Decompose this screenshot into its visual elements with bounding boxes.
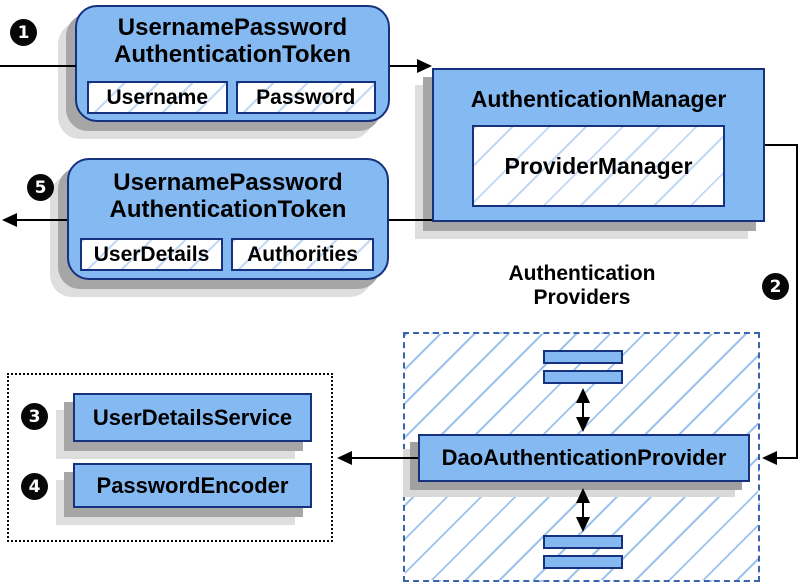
request-token-title-line2: AuthenticationToken xyxy=(114,41,351,68)
request-token-node: UsernamePassword AuthenticationToken Use… xyxy=(75,5,390,122)
user-details-service-node: UserDetailsService xyxy=(73,393,312,442)
request-token-title-line1: UsernamePassword xyxy=(117,14,348,41)
provider-stack-bar-bottom-2 xyxy=(543,555,623,569)
step-5-badge: 5 xyxy=(27,174,54,201)
password-field: Password xyxy=(235,81,376,114)
authentication-providers-label: Authentication Providers xyxy=(432,262,732,310)
authentication-providers-label-line1: Authentication xyxy=(508,262,656,285)
arrow-dao-to-services-head xyxy=(337,451,352,465)
step-4-badge: 4 xyxy=(21,473,48,500)
provider-manager-node: ProviderManager xyxy=(472,125,725,207)
response-token-fields: UserDetails Authorities xyxy=(80,238,374,271)
dao-authentication-provider-node: DaoAuthenticationProvider xyxy=(418,434,750,482)
password-encoder-node: PasswordEncoder xyxy=(73,463,312,508)
response-token-node: UsernamePassword AuthenticationToken Use… xyxy=(67,158,389,280)
services-group-box xyxy=(7,373,333,542)
authentication-manager-node: AuthenticationManager ProviderManager xyxy=(432,68,765,222)
arrow-step2-path xyxy=(765,144,798,459)
authorities-field: Authorities xyxy=(231,238,374,271)
step-3-badge: 3 xyxy=(21,403,48,430)
authentication-providers-label-line2: Providers xyxy=(533,286,631,309)
arrow-request-to-manager-head xyxy=(417,59,432,73)
response-token-title-line1: UsernamePassword xyxy=(113,169,343,196)
response-token-title-line2: AuthenticationToken xyxy=(109,196,347,223)
arrow-response-out-head xyxy=(2,213,17,227)
provider-stack-bar-bottom-1 xyxy=(543,535,623,549)
step-2-badge: 2 xyxy=(762,273,789,300)
authentication-manager-title: AuthenticationManager xyxy=(470,86,727,112)
request-token-title: UsernamePassword AuthenticationToken xyxy=(77,14,388,68)
arrow-step2-head xyxy=(762,451,777,465)
provider-stack-bar-top-2 xyxy=(543,370,623,384)
step-1-badge: 1 xyxy=(10,19,37,46)
request-token-fields: Username Password xyxy=(87,81,376,114)
provider-stack-bar-top-1 xyxy=(543,350,623,364)
username-field: Username xyxy=(87,81,228,114)
response-token-title: UsernamePassword AuthenticationToken xyxy=(69,169,387,223)
userdetails-field: UserDetails xyxy=(80,238,223,271)
